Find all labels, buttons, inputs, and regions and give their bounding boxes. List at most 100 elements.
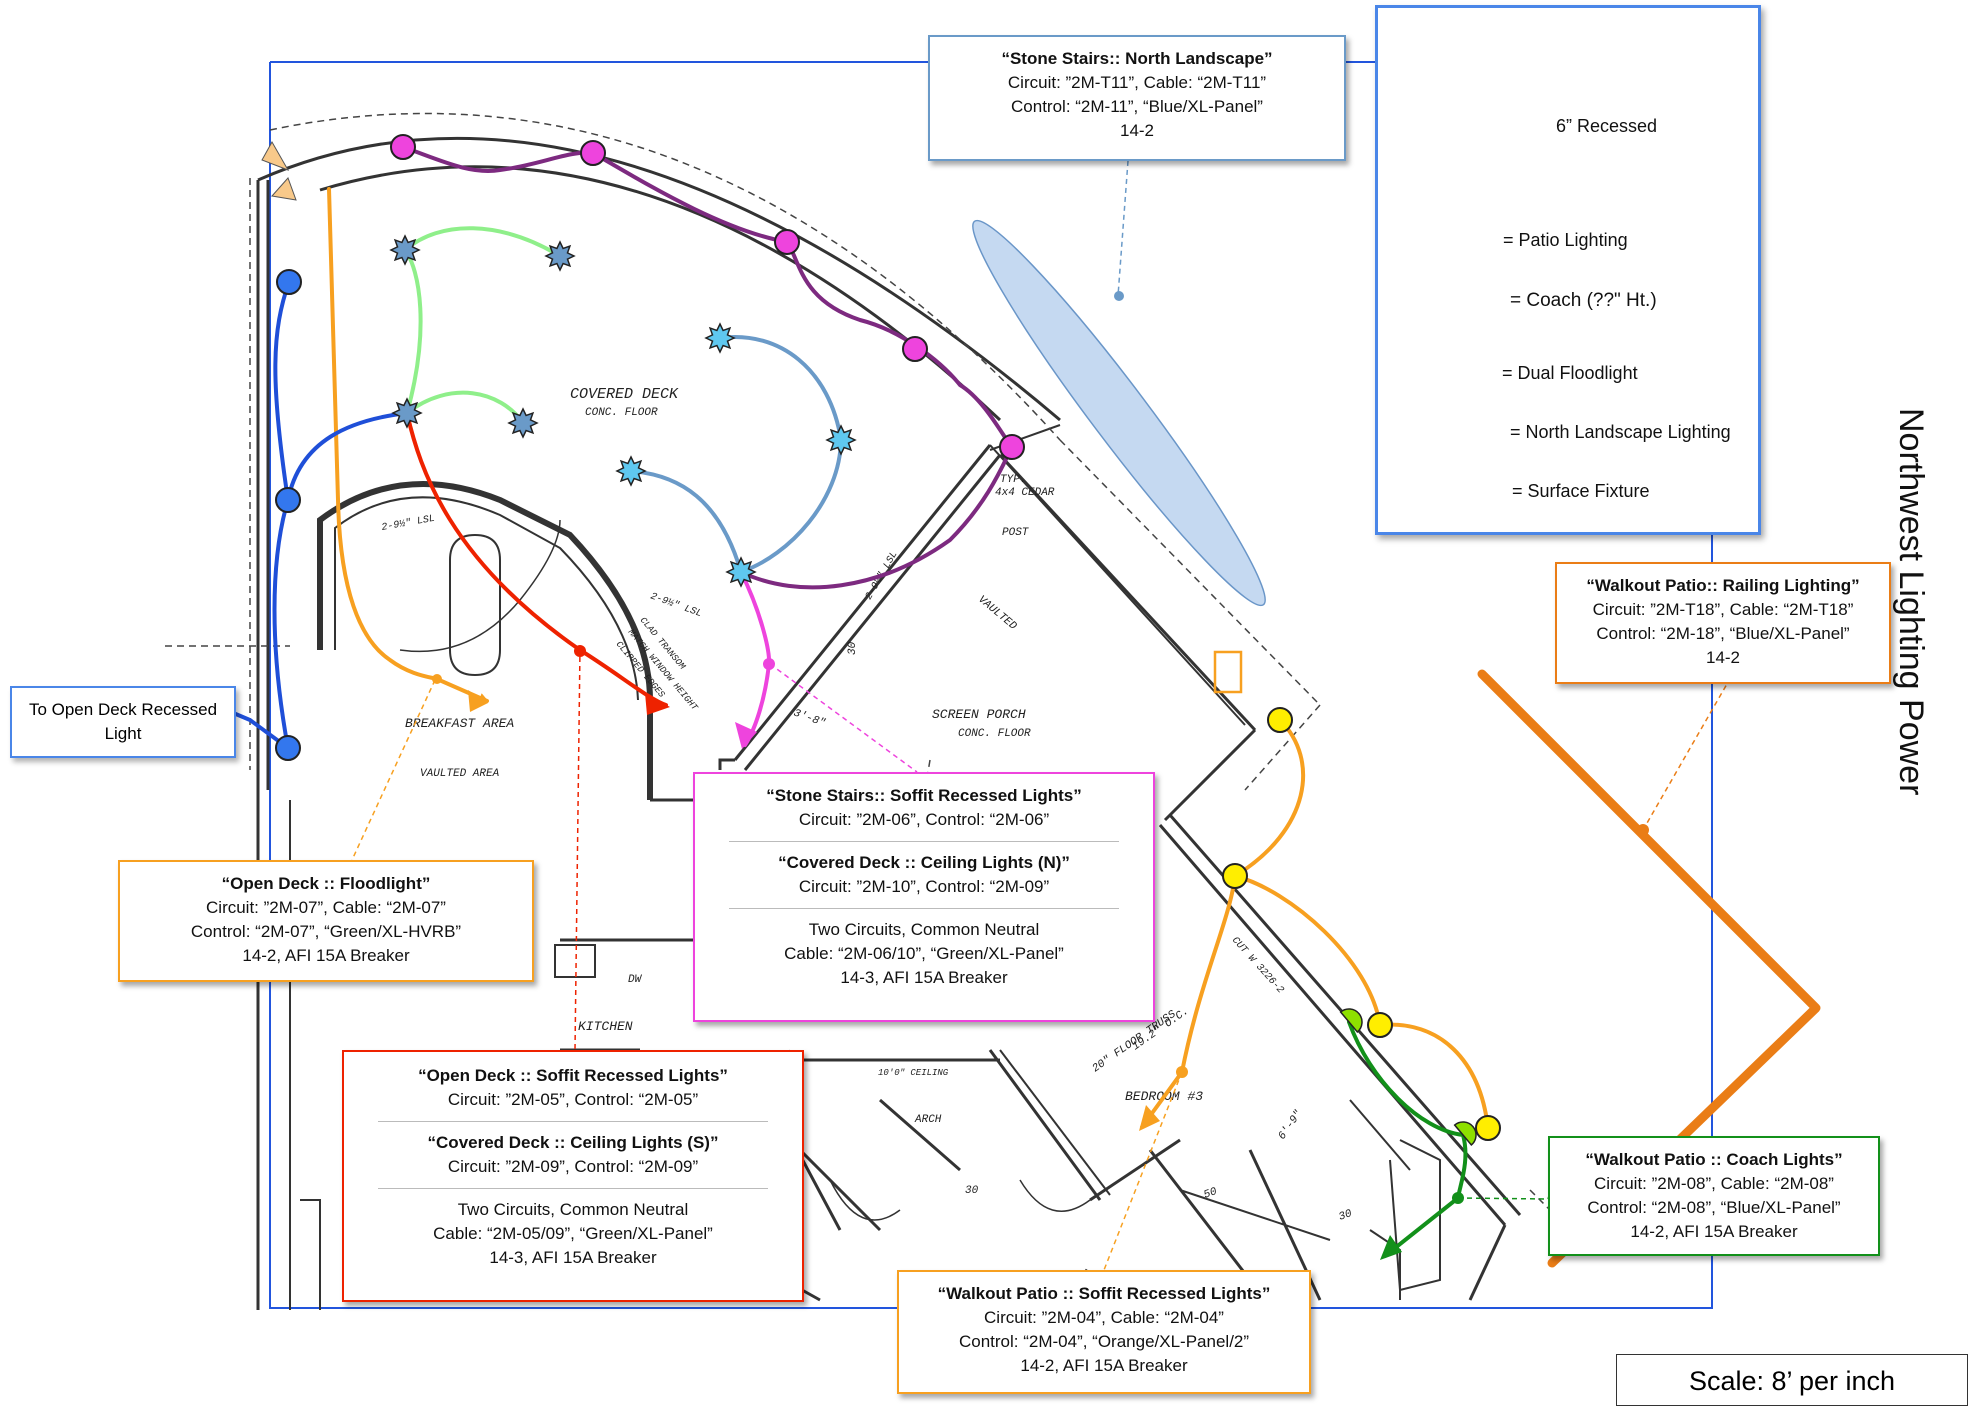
surface-fixture-dark [391, 397, 423, 429]
to-open-deck-label: To Open Deck Recessed Light [10, 686, 236, 758]
callout-divider [729, 908, 1119, 909]
callout-north-landscape: “Stone Stairs:: North Landscape” Circuit… [928, 35, 1346, 161]
dw-label: DW [628, 974, 643, 986]
recessed-light-magenta [999, 434, 1025, 460]
recessed-light-blue [275, 735, 301, 761]
lsl-label-1: 2-9½" LSL [381, 513, 436, 534]
callout-line: 14-3, AFI 15A Breaker [840, 968, 1008, 987]
recessed-light-blue [276, 269, 302, 295]
vaulted-area-label: VAULTED AREA [420, 768, 500, 780]
callout-line: 14-3, AFI 15A Breaker [489, 1248, 657, 1267]
dimension-label-4: 50 [1202, 1186, 1219, 1202]
callout-line: Control: “2M-18”, “Blue/XL-Panel” [1596, 624, 1850, 643]
lsl-label-2: 2-9½" LSL [649, 590, 704, 620]
dimension-label-5: 30 [1337, 1208, 1354, 1224]
callout-title: “Open Deck :: Floodlight” [221, 874, 431, 893]
surface-fixture-light [615, 455, 647, 487]
wire-walkout-orange [1140, 718, 1306, 1129]
wire-purple-2 [739, 445, 1014, 590]
callout-line: 14-2, AFI 15A Breaker [1020, 1356, 1188, 1375]
dimension-label-6: 6'-9" [1276, 1108, 1305, 1142]
wire-steel-lower [629, 469, 743, 574]
callout-line: Circuit: ”2M-04”, Cable: “2M-04” [984, 1308, 1224, 1327]
callout-title: “Stone Stairs:: Soffit Recessed Lights” [766, 786, 1082, 805]
legend-patio-label: = Patio Lighting [1503, 230, 1628, 250]
legend-north-label: = North Landscape Lighting [1510, 422, 1731, 442]
surface-fixture-dark [507, 407, 539, 439]
recessed-light-yellow [1367, 1012, 1393, 1038]
to-open-deck-line-2: Recessed Light [104, 700, 218, 743]
wire-open-deck-blue-2 [286, 411, 409, 502]
legend-flood-label: = Dual Floodlight [1502, 363, 1638, 383]
scale-label: Scale: 8’ per inch [1616, 1354, 1968, 1406]
surface-fixture-light [725, 556, 757, 588]
callout-open-soffit: “Open Deck :: Soffit Recessed Lights” Ci… [342, 1050, 804, 1302]
side-title: Northwest Lighting Power [1892, 408, 1930, 796]
callout-line: Circuit: ”2M-T11”, Cable: “2M-T11” [1007, 73, 1267, 92]
callout-title: “Walkout Patio :: Soffit Recessed Lights… [937, 1284, 1271, 1303]
recessed-light-magenta [390, 134, 416, 160]
floodlight-lower [271, 177, 297, 201]
callout-divider [729, 841, 1119, 842]
dimension-label-2: 30 [847, 641, 859, 655]
callout-title: “Covered Deck :: Ceiling Lights (N)” [778, 853, 1070, 872]
callout-title: “Walkout Patio:: Railing Lighting” [1586, 576, 1860, 595]
post-label: POST [1002, 527, 1030, 539]
cedar-label: 4x4 CEDAR [995, 487, 1055, 499]
callout-line: Two Circuits, Common Neutral [808, 920, 1040, 939]
recessed-light-yellow [1222, 863, 1248, 889]
coach-light [1339, 1008, 1363, 1034]
arrowheads [206, 688, 1402, 1260]
recessed-light-magenta [774, 229, 800, 255]
screen-porch-floor-label: CONC. FLOOR [958, 728, 1031, 740]
callout-walkout-soffit: “Walkout Patio :: Soffit Recessed Lights… [897, 1270, 1311, 1394]
recessed-light-magenta [580, 140, 606, 166]
callout-line: 14-2 [1705, 648, 1741, 667]
wire-walkout-orange-2 [1233, 874, 1490, 1130]
breakfast-label: BREAKFAST AREA [405, 716, 514, 731]
wire-covered-green [403, 226, 562, 258]
vaulted-label: VAULTED [975, 594, 1018, 633]
wire-stone-stairs [739, 570, 772, 747]
callout-line: Circuit: ”2M-05”, Control: “2M-05” [447, 1090, 699, 1109]
callout-title: “Walkout Patio :: Coach Lights” [1585, 1150, 1843, 1169]
callout-title: “Covered Deck :: Ceiling Lights (S)” [427, 1133, 719, 1152]
callout-stone-soffit: “Stone Stairs:: Soffit Recessed Lights” … [693, 772, 1155, 1022]
covered-deck-floor-label: CONC. FLOOR [585, 407, 658, 419]
recessed-light-magenta [902, 336, 928, 362]
dimension-label-3: 30 [965, 1185, 979, 1197]
callout-line: Circuit: ”2M-08”, Cable: “2M-08” [1594, 1174, 1834, 1193]
callout-line: 14-2, AFI 15A Breaker [242, 946, 410, 965]
callout-line: Control: “2M-08”, “Blue/XL-Panel” [1587, 1198, 1841, 1217]
arch-label: ARCH [914, 1114, 942, 1126]
callout-divider [378, 1121, 768, 1122]
callout-line: Circuit: ”2M-06”, Control: “2M-06” [798, 810, 1050, 829]
callout-coach: “Walkout Patio :: Coach Lights” Circuit:… [1548, 1136, 1880, 1256]
callout-line: Control: “2M-07”, “Green/XL-HVRB” [190, 922, 462, 941]
north-landscape-lighting [972, 219, 1266, 607]
recessed-light-yellow [1267, 707, 1293, 733]
callout-line: Control: “2M-04”, “Orange/XL-Panel/2” [958, 1332, 1250, 1351]
cut-label: CUT W 3226-2 [1229, 935, 1285, 996]
screen-porch-label: SCREEN PORCH [932, 707, 1026, 722]
wire-floodlight [327, 187, 489, 703]
wire-covered-green-2 [403, 248, 525, 425]
to-open-deck-line-1: To Open Deck [28, 700, 137, 719]
recessed-light-blue [275, 487, 301, 513]
covered-deck-label: COVERED DECK [570, 386, 679, 403]
callout-line: Circuit: ”2M-07”, Cable: “2M-07” [206, 898, 446, 917]
wire-open-deck-blue [272, 280, 291, 750]
callout-line: Cable: “2M-05/09”, “Green/XL-Panel” [433, 1224, 713, 1243]
callout-title: “Open Deck :: Soffit Recessed Lights” [418, 1066, 728, 1085]
callout-line: Cable: “2M-06/10”, “Green/XL-Panel” [784, 944, 1064, 963]
callout-line: Circuit: ”2M-10”, Control: “2M-09” [798, 877, 1050, 896]
callout-line: 14-2, AFI 15A Breaker [1630, 1222, 1798, 1241]
typ-label: TYP. [1000, 474, 1026, 486]
wire-steel-upper [718, 335, 844, 574]
surface-fixture-light [704, 322, 736, 354]
wire-covered-red [405, 411, 668, 707]
coach-light [1453, 1121, 1477, 1147]
callout-line: Two Circuits, Common Neutral [457, 1200, 689, 1219]
callout-floodlight: “Open Deck :: Floodlight” Circuit: ”2M-0… [118, 860, 534, 982]
legend-recessed-label: 6” Recessed [1556, 116, 1658, 136]
